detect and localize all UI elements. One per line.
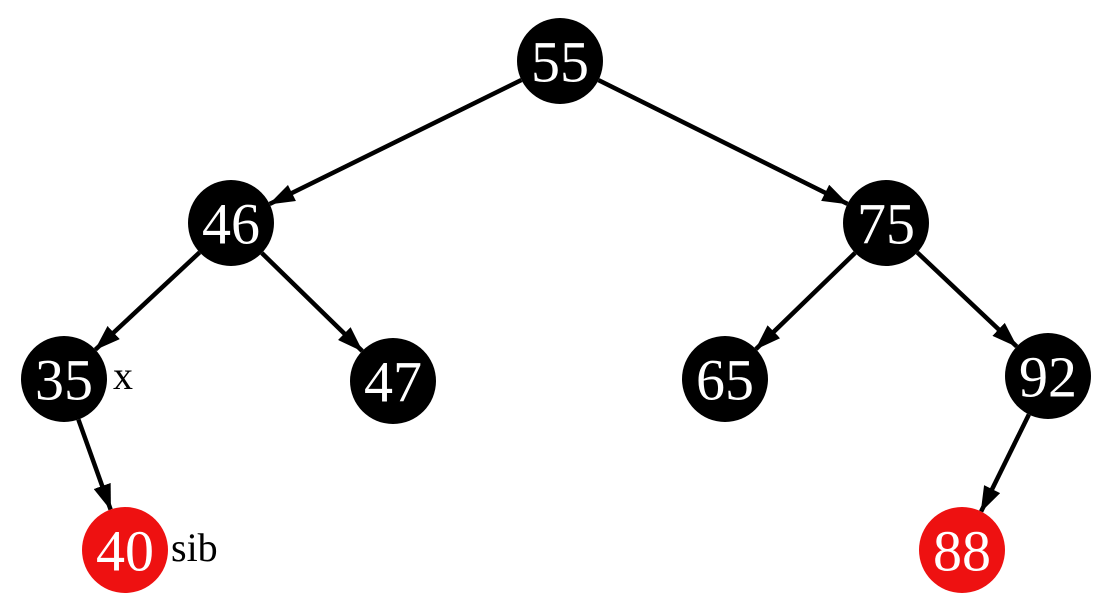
tree-node-40: 40 sib — [82, 507, 218, 593]
node-circle-black — [517, 18, 603, 104]
node-label: 46 — [202, 191, 260, 256]
node-label: 35 — [35, 347, 93, 412]
node-label: 92 — [1019, 344, 1077, 409]
tree-node-88: 88 — [919, 507, 1005, 593]
tree-node-65: 65 — [682, 336, 768, 422]
node-circle-black — [21, 336, 107, 422]
edge-92-88 — [979, 413, 1031, 513]
node-circle-black — [350, 338, 436, 424]
tree-node-46: 46 — [188, 180, 274, 266]
tree-node-75: 75 — [843, 180, 929, 266]
edge-75-65 — [754, 251, 857, 351]
node-circle-red — [919, 507, 1005, 593]
tree-node-47: 47 — [350, 338, 436, 424]
edge-46-35 — [93, 250, 202, 352]
edge-46-47 — [260, 251, 364, 353]
tree-node-55: 55 — [517, 18, 603, 104]
annotation-sib: sib — [171, 525, 218, 570]
annotation-x: x — [113, 353, 133, 398]
node-label: 65 — [696, 347, 754, 412]
node-label: 40 — [96, 518, 154, 583]
node-circle-black — [1005, 333, 1091, 419]
tree-node-92: 92 — [1005, 333, 1091, 419]
edge-75-92 — [915, 250, 1019, 349]
node-label: 47 — [364, 349, 422, 414]
edge-55-46 — [268, 77, 523, 207]
node-label: 75 — [857, 191, 915, 256]
node-circle-black — [682, 336, 768, 422]
tree-node-35: 35 x — [21, 336, 133, 422]
node-circle-black — [188, 180, 274, 266]
node-label: 88 — [933, 518, 991, 583]
edge-55-75 — [597, 78, 849, 206]
node-label: 55 — [531, 29, 589, 94]
node-circle-black — [843, 180, 929, 266]
node-circle-red — [82, 507, 168, 593]
edge-35-40 — [76, 418, 113, 511]
